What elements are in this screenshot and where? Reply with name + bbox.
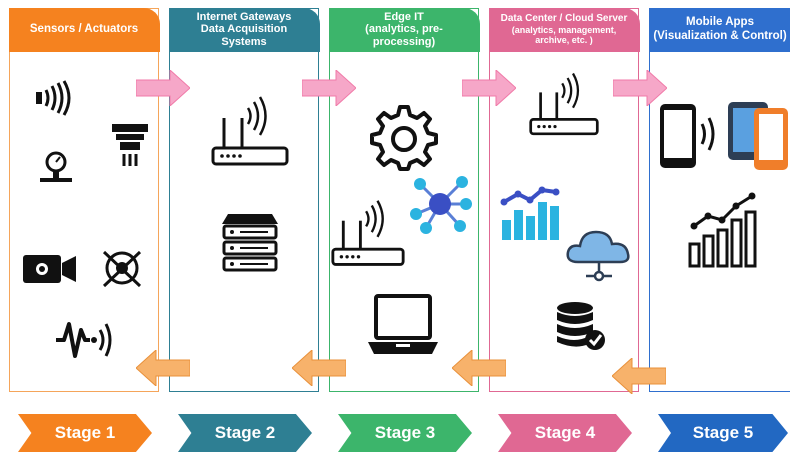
router-icon bbox=[529, 72, 599, 136]
backward-arrow-icon bbox=[136, 350, 190, 386]
gear-icon bbox=[370, 105, 438, 171]
laptop-icon bbox=[368, 294, 438, 354]
fire-sensor-icon bbox=[112, 124, 148, 166]
stage-5-chevron: Stage 5 bbox=[658, 414, 788, 452]
column-title-line: (analytics, management, bbox=[511, 24, 617, 35]
cloud-icon bbox=[566, 230, 630, 282]
router-icon bbox=[331, 200, 405, 266]
column-title-line: Mobile Apps bbox=[686, 16, 754, 29]
router-icon bbox=[211, 96, 289, 166]
column-title-line: (Visualization & Control) bbox=[653, 29, 787, 42]
forward-arrow-icon bbox=[462, 70, 516, 106]
stage-label: Stage 4 bbox=[534, 423, 596, 442]
forward-arrow-icon bbox=[136, 70, 190, 106]
forward-arrow-icon bbox=[302, 70, 356, 106]
column-title-line: Data Acquisition bbox=[200, 23, 288, 36]
stage-label: Stage 5 bbox=[692, 423, 754, 442]
tablet-icon bbox=[728, 102, 788, 170]
stage-2-chevron: Stage 2 bbox=[178, 414, 312, 452]
smartphone-icon bbox=[660, 104, 715, 168]
heartbeat-signal-icon bbox=[56, 322, 112, 358]
stage-1-chevron: Stage 1 bbox=[18, 414, 152, 452]
forward-arrow-icon bbox=[613, 70, 667, 106]
rfid-icon bbox=[36, 80, 71, 116]
backward-arrow-icon bbox=[612, 358, 666, 394]
motor-icon bbox=[102, 250, 142, 288]
column-sensors: Sensors / Actuators bbox=[8, 7, 160, 392]
stage-label: Stage 1 bbox=[54, 423, 116, 442]
column-edge: Edge IT (analytics, pre- processing) bbox=[328, 7, 480, 392]
stage-3-chevron: Stage 3 bbox=[338, 414, 472, 452]
column-title-line: processing) bbox=[372, 35, 436, 48]
growth-chart-icon bbox=[688, 192, 757, 268]
column-header-sensors: Sensors / Actuators bbox=[8, 7, 160, 52]
network-hub-icon bbox=[410, 176, 472, 234]
column-header-gateways: Internet Gateways Data Acquisition Syste… bbox=[168, 7, 320, 52]
column-header-edge: Edge IT (analytics, pre- processing) bbox=[328, 7, 480, 52]
column-title-line: (analytics, pre- bbox=[365, 23, 443, 36]
bar-line-chart-icon bbox=[500, 186, 560, 240]
column-gateways: Internet Gateways Data Acquisition Syste… bbox=[168, 7, 320, 392]
pressure-gauge-icon bbox=[40, 151, 72, 182]
column-title-line: Edge IT bbox=[384, 10, 424, 23]
stage-label: Stage 2 bbox=[214, 423, 276, 442]
backward-arrow-icon bbox=[452, 350, 506, 386]
backward-arrow-icon bbox=[292, 350, 346, 386]
column-title-line: archive, etc. ) bbox=[535, 35, 593, 46]
stage-4-chevron: Stage 4 bbox=[498, 414, 632, 452]
column-title-line: Systems bbox=[221, 35, 267, 48]
column-header-mobile: Mobile Apps (Visualization & Control) bbox=[648, 7, 790, 52]
column-mobile: Mobile Apps (Visualization & Control) bbox=[648, 7, 790, 392]
column-title-line: Internet Gateways bbox=[196, 10, 292, 23]
column-header-datacenter: Data Center / Cloud Server (analytics, m… bbox=[488, 7, 640, 52]
column-title: Sensors / Actuators bbox=[29, 22, 139, 35]
stage-label: Stage 3 bbox=[374, 423, 436, 442]
server-rack-icon bbox=[222, 214, 278, 272]
camera-icon bbox=[23, 255, 76, 283]
column-title-line: Data Center / Cloud Server bbox=[500, 13, 628, 25]
database-check-icon bbox=[557, 302, 605, 350]
